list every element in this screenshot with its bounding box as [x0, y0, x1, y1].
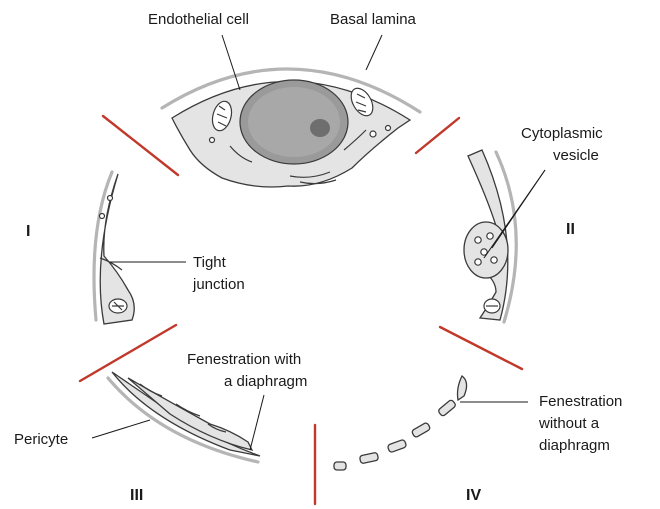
- label-fenestration-without-diaphragm: without a: [538, 415, 600, 432]
- mitochondrion: [484, 299, 500, 313]
- section-ii-vesicular: [464, 150, 516, 322]
- divider-top-right: [416, 118, 459, 153]
- divider-left: [80, 325, 176, 381]
- label-tight-junction: junction: [192, 276, 245, 293]
- section-label-iv: IV: [466, 487, 481, 504]
- section-label-i: I: [26, 223, 30, 240]
- label-fenestration-with-diaphragm: Fenestration with: [187, 351, 301, 368]
- leader-pericyte: [92, 420, 150, 438]
- section-iv-fenestrated-no-diaphragm: [334, 376, 467, 470]
- section-label-ii: II: [566, 221, 575, 238]
- label-cytoplasmic-vesicle: Cytoplasmic: [521, 125, 603, 142]
- nucleolus: [310, 119, 330, 137]
- label-fenestration-with-diaphragm: a diaphragm: [224, 373, 307, 390]
- endothelial-cell-top: [162, 69, 420, 187]
- label-fenestration-without-diaphragm: diaphragm: [539, 437, 610, 454]
- label-cytoplasmic-vesicle: vesicle: [553, 147, 599, 164]
- label-basal-lamina: Basal lamina: [330, 11, 417, 28]
- label-pericyte: Pericyte: [14, 431, 68, 448]
- section-i-continuous: [94, 172, 134, 324]
- leader-endothelial-cell: [222, 35, 240, 90]
- divider-top-left: [103, 116, 178, 175]
- label-endothelial-cell: Endothelial cell: [148, 11, 249, 28]
- leader-fenestration-diaphragm: [250, 395, 264, 450]
- leader-basal-lamina: [366, 35, 382, 70]
- section-label-iii: III: [130, 487, 143, 504]
- label-fenestration-without-diaphragm: Fenestration: [539, 393, 622, 410]
- label-tight-junction: Tight: [193, 254, 227, 271]
- mitochondrion: [109, 299, 127, 313]
- divider-right: [440, 327, 522, 369]
